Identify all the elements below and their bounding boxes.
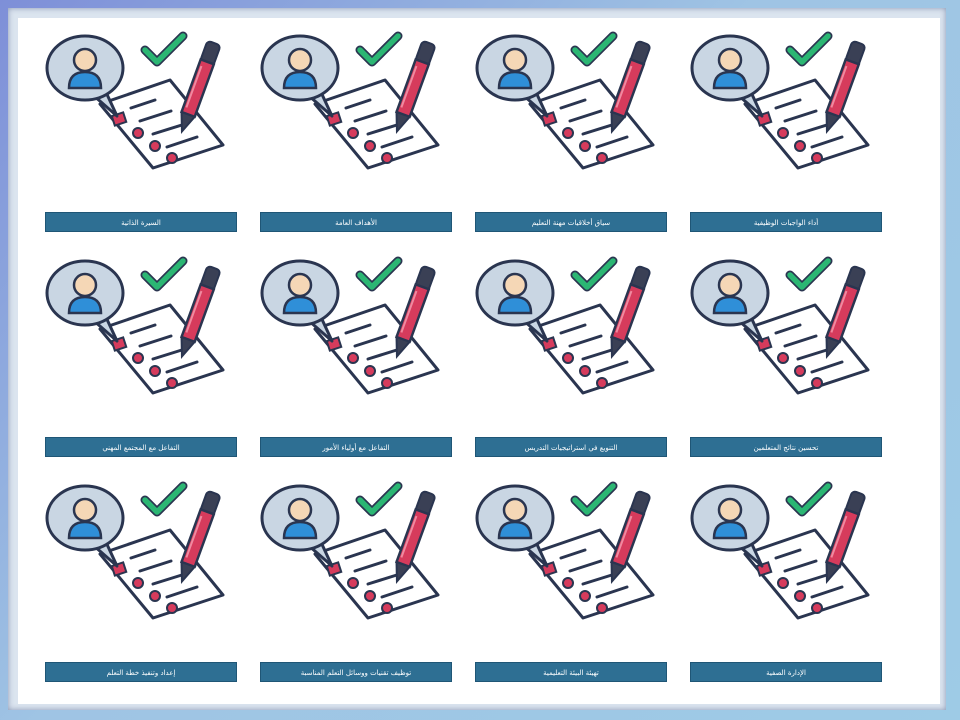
competency-label[interactable]: السيرة الذاتية [45,212,237,232]
pen-icon [179,265,221,359]
checklist-icon [743,303,870,395]
pen-icon [824,490,866,584]
competency-card[interactable]: أداء الواجبات الوظيفية [690,30,882,240]
person-icon [260,484,340,568]
person-icon [690,34,770,118]
checklist-icon [313,528,440,620]
competency-label[interactable]: التفاعل مع أولياء الأمور [260,437,452,457]
checklist-icon [98,528,225,620]
checkmark-icon [785,481,833,517]
competency-card[interactable]: توظيف تقنيات ووسائل التعلم المناسبة [260,480,452,690]
competency-label[interactable]: الإدارة الصفية [690,662,882,682]
pen-icon [394,265,436,359]
checkmark-icon [140,481,188,517]
checklist-icon [313,78,440,170]
competency-label[interactable]: أداء الواجبات الوظيفية [690,212,882,232]
pen-icon [824,40,866,134]
checkmark-icon [355,31,403,67]
checkmark-icon [570,31,618,67]
person-icon [260,34,340,118]
checklist-icon [743,528,870,620]
competency-card[interactable]: التفاعل مع المجتمع المهني [45,255,237,465]
checkmark-icon [570,481,618,517]
pen-icon [179,490,221,584]
competency-label[interactable]: إعداد وتنفيذ خطة التعلم [45,662,237,682]
person-icon [45,259,125,343]
content-panel: أداء الواجبات الوظيفية سياق أخلاقيات مهن… [18,18,940,704]
checklist-icon [528,78,655,170]
pen-icon [394,490,436,584]
competency-label[interactable]: توظيف تقنيات ووسائل التعلم المناسبة [260,662,452,682]
checkmark-icon [355,481,403,517]
competency-label[interactable]: سياق أخلاقيات مهنة التعليم [475,212,667,232]
pen-icon [609,265,651,359]
competency-label[interactable]: التنويع في استراتيجيات التدريس [475,437,667,457]
competency-card[interactable]: التنويع في استراتيجيات التدريس [475,255,667,465]
pen-icon [394,40,436,134]
competency-label[interactable]: التفاعل مع المجتمع المهني [45,437,237,457]
person-icon [690,259,770,343]
checklist-icon [528,528,655,620]
pen-icon [179,40,221,134]
checklist-icon [743,78,870,170]
checklist-icon [528,303,655,395]
person-icon [475,484,555,568]
competency-card[interactable]: الأهداف العامة [260,30,452,240]
person-icon [475,34,555,118]
checkmark-icon [140,31,188,67]
competency-card[interactable]: تحسين نتائج المتعلمين [690,255,882,465]
competency-card[interactable]: التفاعل مع أولياء الأمور [260,255,452,465]
competency-label[interactable]: تحسين نتائج المتعلمين [690,437,882,457]
checklist-icon [98,78,225,170]
competency-label[interactable]: تهيئة البيئة التعليمية [475,662,667,682]
checkmark-icon [570,256,618,292]
pen-icon [609,40,651,134]
person-icon [475,259,555,343]
person-icon [45,34,125,118]
checkmark-icon [355,256,403,292]
checkmark-icon [785,256,833,292]
competency-card[interactable]: إعداد وتنفيذ خطة التعلم [45,480,237,690]
competency-card[interactable]: سياق أخلاقيات مهنة التعليم [475,30,667,240]
checkmark-icon [140,256,188,292]
competency-card[interactable]: تهيئة البيئة التعليمية [475,480,667,690]
checklist-icon [98,303,225,395]
pen-icon [609,490,651,584]
competency-card[interactable]: الإدارة الصفية [690,480,882,690]
person-icon [690,484,770,568]
pen-icon [824,265,866,359]
checkmark-icon [785,31,833,67]
person-icon [260,259,340,343]
competency-card[interactable]: السيرة الذاتية [45,30,237,240]
competency-label[interactable]: الأهداف العامة [260,212,452,232]
person-icon [45,484,125,568]
